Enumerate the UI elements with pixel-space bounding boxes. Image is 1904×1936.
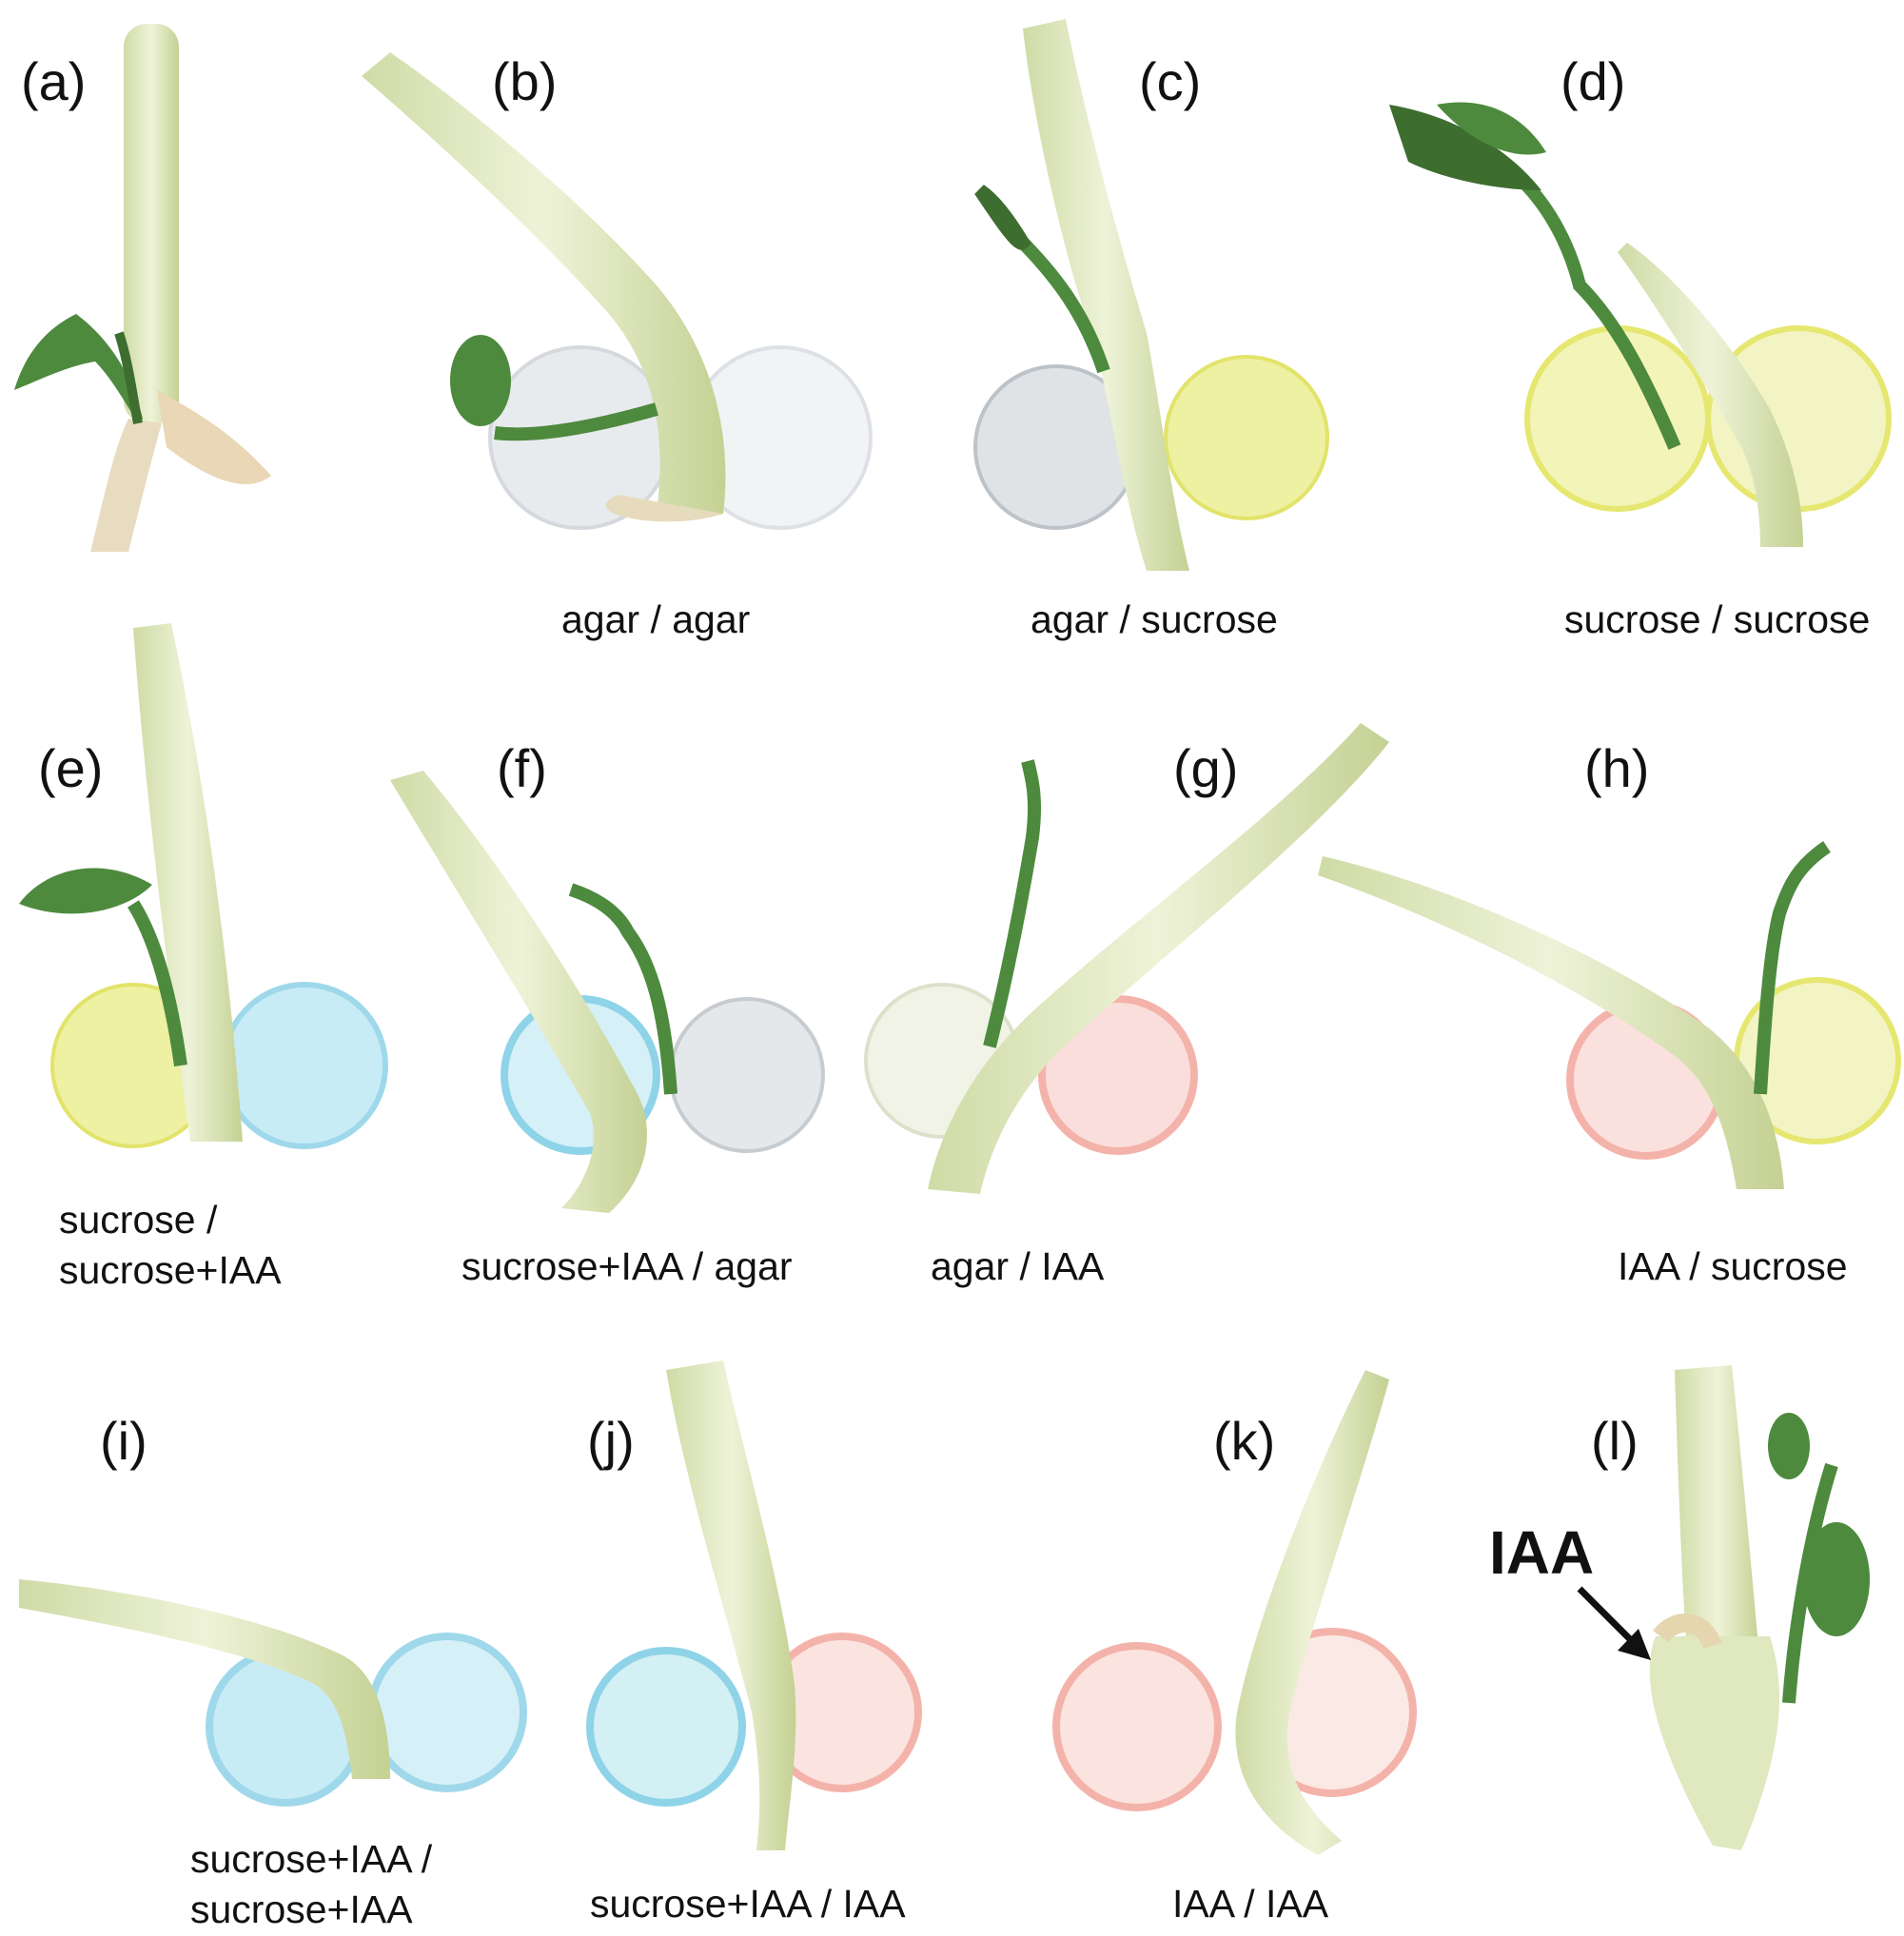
panel-h-seedling bbox=[1318, 841, 1901, 1189]
panel-a-label: (a) bbox=[21, 51, 87, 111]
panel-k-seedling bbox=[1052, 1370, 1417, 1855]
panel-d-seedling bbox=[1389, 102, 1892, 547]
panel-e-label: (e) bbox=[38, 738, 104, 798]
panel-f-caption: sucrose+IAA / agar bbox=[461, 1244, 793, 1288]
panel-h-caption: IAA / sucrose bbox=[1618, 1244, 1848, 1288]
panel-g-seedling bbox=[864, 723, 1389, 1194]
panel-l-label: (l) bbox=[1591, 1411, 1639, 1471]
panel-g-caption: agar / IAA bbox=[931, 1244, 1105, 1288]
panel-c-caption: agar / sucrose bbox=[1031, 597, 1278, 641]
panel-d-caption: sucrose / sucrose bbox=[1564, 597, 1871, 641]
panel-j-seedling bbox=[586, 1360, 922, 1850]
panel-k-caption: IAA / IAA bbox=[1172, 1882, 1329, 1926]
panel-j-caption: sucrose+IAA / IAA bbox=[590, 1882, 906, 1926]
panel-b-caption: agar / agar bbox=[561, 597, 751, 641]
iaa-arrow-icon bbox=[1577, 1586, 1651, 1660]
panel-k-label: (k) bbox=[1213, 1411, 1276, 1471]
panel-f-label: (f) bbox=[497, 738, 547, 798]
panel-l-seedling bbox=[1649, 1365, 1870, 1850]
panel-a-seedling bbox=[14, 24, 271, 552]
panel-h-label: (h) bbox=[1584, 738, 1650, 798]
panel-g-label: (g) bbox=[1173, 738, 1239, 798]
panel-b-seedling bbox=[362, 52, 873, 530]
panel-e-caption: sucrose / sucrose+IAA bbox=[59, 1198, 282, 1293]
panel-d-label: (d) bbox=[1560, 51, 1626, 111]
panel-c-seedling bbox=[973, 19, 1329, 571]
panel-c-label: (c) bbox=[1139, 51, 1202, 111]
panel-i-caption: sucrose+IAA / sucrose+IAA bbox=[190, 1837, 433, 1932]
panel-i-seedling bbox=[19, 1579, 527, 1807]
panel-b-label: (b) bbox=[492, 51, 558, 111]
iaa-arrow-label: IAA bbox=[1489, 1518, 1595, 1587]
panel-f-seedling bbox=[390, 771, 825, 1213]
panel-j-label: (j) bbox=[587, 1411, 635, 1471]
panel-e-seedling bbox=[19, 623, 388, 1149]
panel-i-label: (i) bbox=[100, 1411, 147, 1471]
